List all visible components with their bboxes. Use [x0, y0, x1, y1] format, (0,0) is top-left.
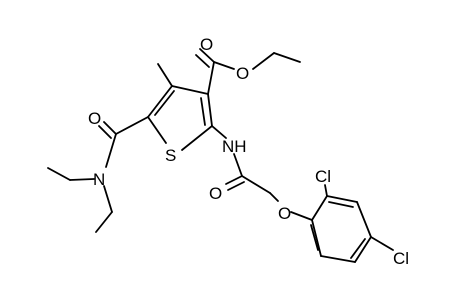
bond-ar-6: [311, 219, 322, 257]
bond-cl-para: [370, 236, 394, 251]
bond-c2-nh: [211, 125, 227, 139]
bond-c3-c2: [207, 93, 213, 127]
bond-amide-o-b: [98, 125, 112, 139]
bond-c3-c2-double: [200, 97, 206, 126]
bond-carbonyl-b: [195, 54, 210, 68]
atom-o-amide-right: O: [209, 184, 222, 203]
atom-nh: NH: [222, 137, 247, 156]
bond-c2-s: [181, 125, 213, 151]
atom-n-amide-left: N: [93, 170, 105, 189]
atom-o-ether: O: [278, 204, 291, 223]
atom-cl-para: Cl: [393, 249, 409, 268]
bond-carbonyl-a: [199, 48, 215, 63]
bond-c3-carboxyl: [207, 61, 215, 95]
bond-oester-ch2: [252, 52, 275, 70]
bond-ch2-oether: [269, 192, 279, 202]
bond-co-ch2: [241, 175, 271, 194]
bond-ar-6-double: [310, 224, 319, 251]
bond-co-o-a: [225, 175, 243, 185]
bond-ar-3: [356, 201, 372, 238]
bond-c5-amide: [115, 116, 149, 135]
bond-s-c5: [147, 116, 167, 144]
bond-amide-n: [105, 133, 117, 168]
bond-ethyl-b: [95, 211, 113, 233]
bond-nh-co: [233, 153, 243, 177]
bond-oether-ring: [290, 211, 313, 221]
bond-c4-c3: [171, 85, 209, 95]
bond-n-ethyl-a: [69, 178, 95, 181]
bond-ar-2-double: [328, 201, 354, 208]
atom-o-ester: O: [236, 64, 249, 83]
atom-cl-ortho: Cl: [315, 167, 331, 186]
bond-ethyl: [273, 52, 301, 63]
bond-ar-4: [354, 236, 372, 263]
atom-labels: O O O N S NH O O Cl Cl: [88, 35, 409, 268]
bond-n-ethyl-b: [103, 185, 113, 213]
bond-ar-2: [326, 195, 358, 203]
bond-c5-c4-double: [154, 90, 175, 116]
bond-lines: [47, 48, 394, 263]
bond-amide-o-a: [103, 121, 117, 135]
bond-c-oester: [213, 61, 235, 70]
atom-o-carbonyl-ester: O: [200, 35, 213, 54]
atom-s-ring: S: [165, 146, 176, 165]
bond-ar-4-double: [350, 238, 366, 259]
bond-methyl: [157, 63, 173, 87]
bond-cl-ortho: [324, 184, 328, 197]
bond-c5-c4: [147, 85, 173, 118]
bond-ethyl-a: [47, 167, 71, 181]
bond-co-o-b: [227, 181, 245, 191]
bond-ar-1: [311, 195, 328, 221]
bond-ar-5: [320, 255, 356, 263]
atom-o-amide-left: O: [88, 109, 101, 128]
